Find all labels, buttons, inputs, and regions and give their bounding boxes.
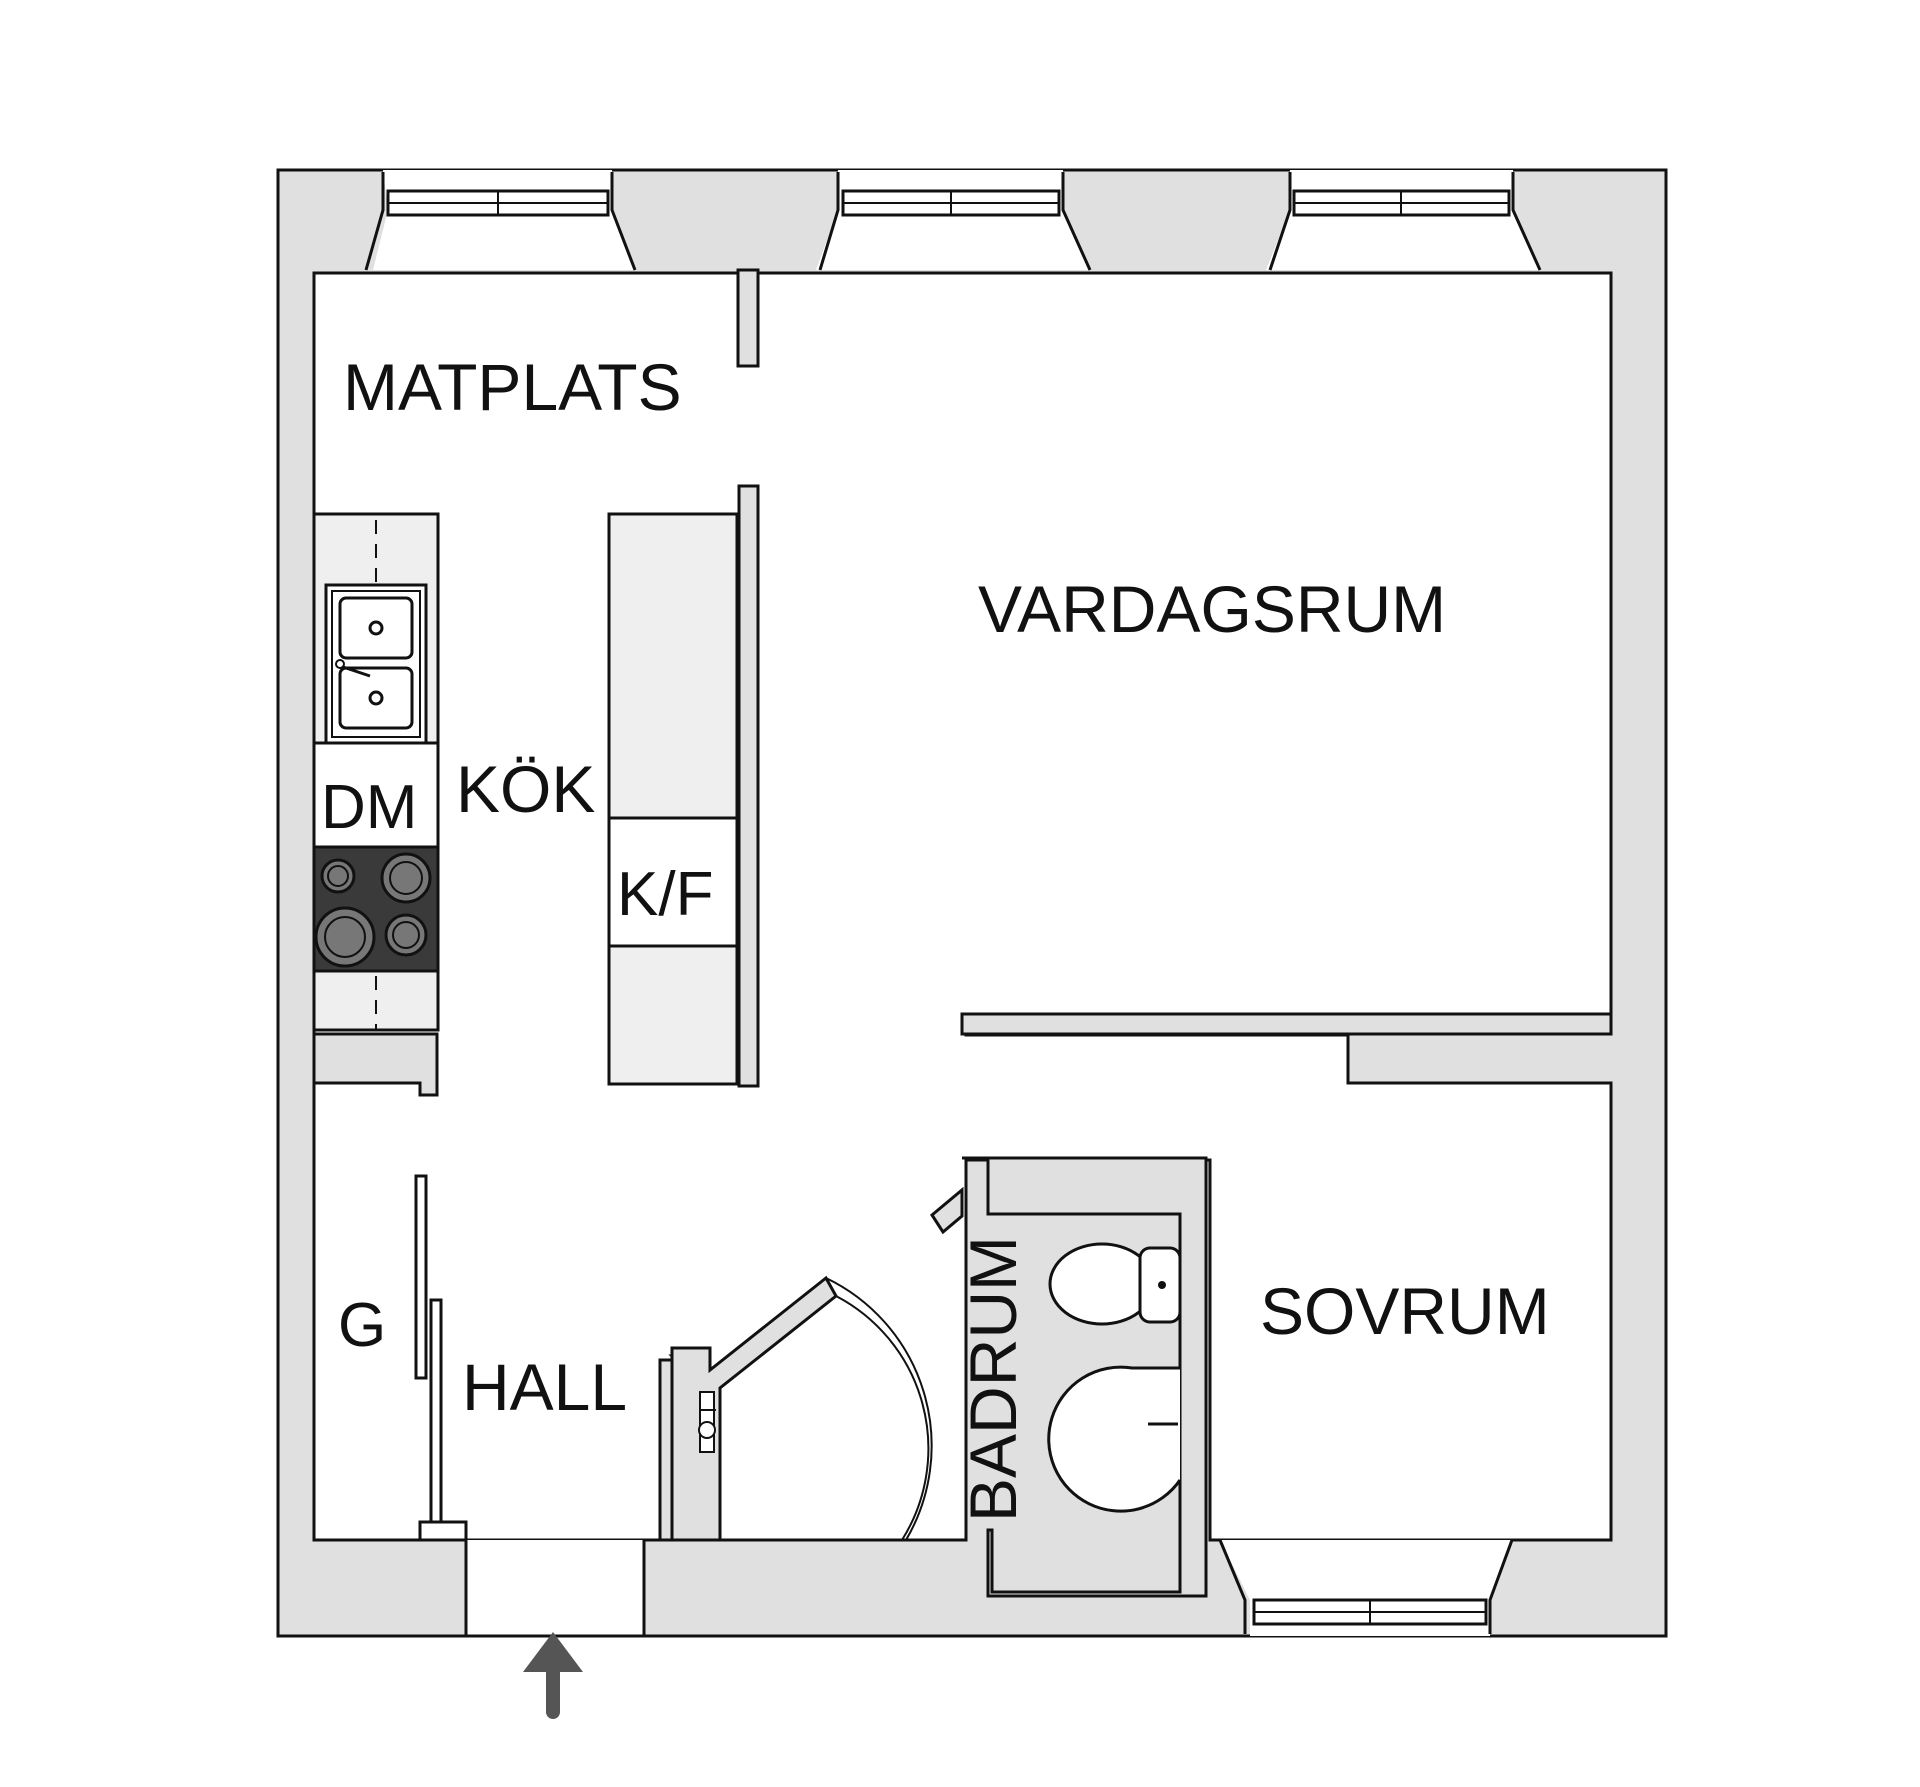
kitchen-wall-panel xyxy=(737,484,760,1088)
room-label-kok: KÖK xyxy=(456,752,595,826)
kitchen-counter-right xyxy=(607,512,739,1086)
window-top-3 xyxy=(1266,170,1542,271)
sink-icon xyxy=(324,583,428,745)
hall-closet xyxy=(670,1275,933,1542)
bathroom-door-stub xyxy=(930,1186,964,1235)
wall-stub-kitchen-hall xyxy=(312,1032,439,1097)
dishwasher xyxy=(312,741,440,849)
room-label-hall: HALL xyxy=(462,1350,627,1424)
label-dishwasher: DM xyxy=(321,773,417,842)
window-bottom-sovrum xyxy=(1218,1539,1514,1636)
room-label-matplats: MATPLATS xyxy=(343,350,682,424)
label-fridge-freezer: K/F xyxy=(617,860,713,929)
window-top-2 xyxy=(816,170,1092,271)
bathroom-walls xyxy=(962,1156,1208,1598)
room-label-vardagsrum: VARDAGSRUM xyxy=(978,572,1446,646)
entrance-opening xyxy=(418,1520,646,1638)
window-top-1 xyxy=(364,170,637,271)
washbasin-icon xyxy=(1047,1365,1182,1513)
label-wardrobe: G xyxy=(338,1291,386,1360)
stove-icon xyxy=(312,845,440,973)
entrance-arrow xyxy=(523,1632,583,1719)
wardrobe-doors xyxy=(414,1174,443,1524)
room-label-sovrum: SOVRUM xyxy=(1260,1274,1550,1348)
hook-icon xyxy=(698,1391,716,1453)
wall-partition-living xyxy=(960,1012,1613,1036)
room-label-badrum: BADRUM xyxy=(956,1236,1030,1522)
toilet-icon xyxy=(1048,1242,1182,1326)
wall-stub-matplats xyxy=(736,268,760,368)
